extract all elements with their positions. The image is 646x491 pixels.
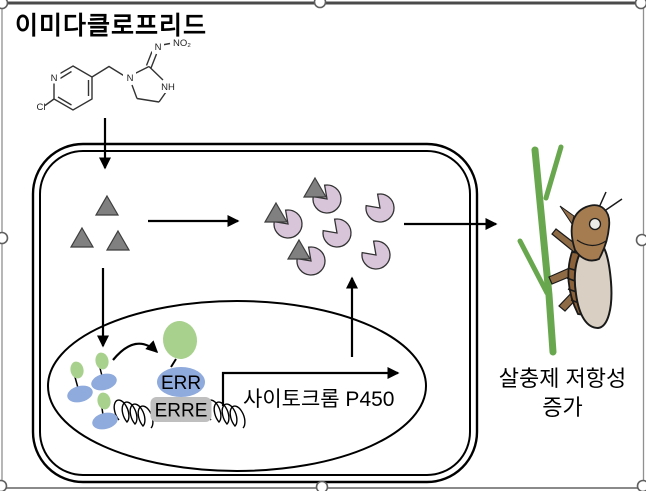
imidacloprid-triangles-layer [69,194,131,251]
cl-bond [44,98,55,107]
atom-n1: N [127,73,134,84]
selection-handle-middle-right[interactable] [635,233,646,247]
cell-membrane-outer [31,142,479,484]
imidacloprid-triangle [69,226,95,248]
ligand-small-green [95,352,109,370]
resistance-line1: 살충제 저항성 [498,366,627,391]
atom-imine-n: N [155,42,162,53]
selection-handle-middle-left[interactable] [0,231,9,245]
selection-handle-bottom-right[interactable] [636,479,646,491]
selection-handle-bottom-left[interactable] [0,479,8,491]
insect-thorax-line [576,239,607,246]
ligand-small-green [70,361,84,379]
insect-head-thorax [570,204,611,262]
double-bond [58,70,72,81]
ligand-connector [170,358,177,368]
insect-wing [573,236,613,330]
plant-stem [517,144,564,356]
nucleus [47,300,427,472]
imidacloprid-triangle [286,238,312,260]
selection-handle-top-right[interactable] [634,0,646,10]
selection-handle-top-left[interactable] [0,0,9,10]
imidacloprid-triangle [94,194,120,216]
p450-enzymes-layer [263,176,395,276]
dna-coil-left [113,399,154,429]
imidazolidine-ring [131,65,167,103]
dna-coil-right [205,399,246,429]
selection-handle-top-center[interactable] [313,0,327,9]
resistance-label: 살충제 저항성 증가 [470,364,646,422]
receptor-small-blue [67,385,93,403]
arrow-receptor-activation [112,340,159,361]
atom-ring-n: N [51,73,58,84]
atom-no2: NO₂ [173,38,191,49]
erre-label: ERRE [155,401,208,422]
ch2-bridge [91,65,127,78]
resistance-line2: 증가 [542,395,583,420]
insect-eye [588,217,602,231]
p450-enzyme-pacman [361,240,391,270]
atom-cl: Cl [37,102,46,113]
receptor-pairs-layer [67,352,118,430]
p450-enzyme-pacman [312,184,342,214]
cytochrome-p450-label: 사이토크롬 P450 [243,388,395,411]
err-label: ERR [161,373,201,394]
erre-box [150,397,212,422]
figure-title: 이미다클로프리드 [15,12,208,40]
err-receptor-ellipse [157,367,205,397]
receptor-connector [74,376,79,389]
arrow-transcription [221,366,400,406]
selection-handle-bottom-center[interactable] [315,480,329,491]
p450-enzyme-pacman [273,209,303,239]
dna-region: ERR ERRE [113,321,246,429]
imidacloprid-triangle [263,201,289,223]
receptor-small-blue [92,412,118,430]
ligand-small-green [97,392,111,410]
imine-double-bond [145,51,158,69]
cell-membrane-inner [39,150,471,476]
atom-nh: NH [161,82,175,93]
p450-enzyme-pacman [365,193,395,223]
planthopper-insect [548,191,623,330]
insect-mouthpart [559,205,575,226]
imidacloprid-triangle [302,176,328,198]
imidacloprid-triangle [105,229,131,251]
imidacloprid-chemical-structure: N Cl N NH N NO₂ [37,38,192,113]
err-ligand-ellipse [162,321,198,359]
receptor-small-blue [91,373,117,391]
p450-enzyme-pacman [322,218,352,248]
p450-enzyme-pacman [296,246,326,276]
double-bond [57,96,72,106]
